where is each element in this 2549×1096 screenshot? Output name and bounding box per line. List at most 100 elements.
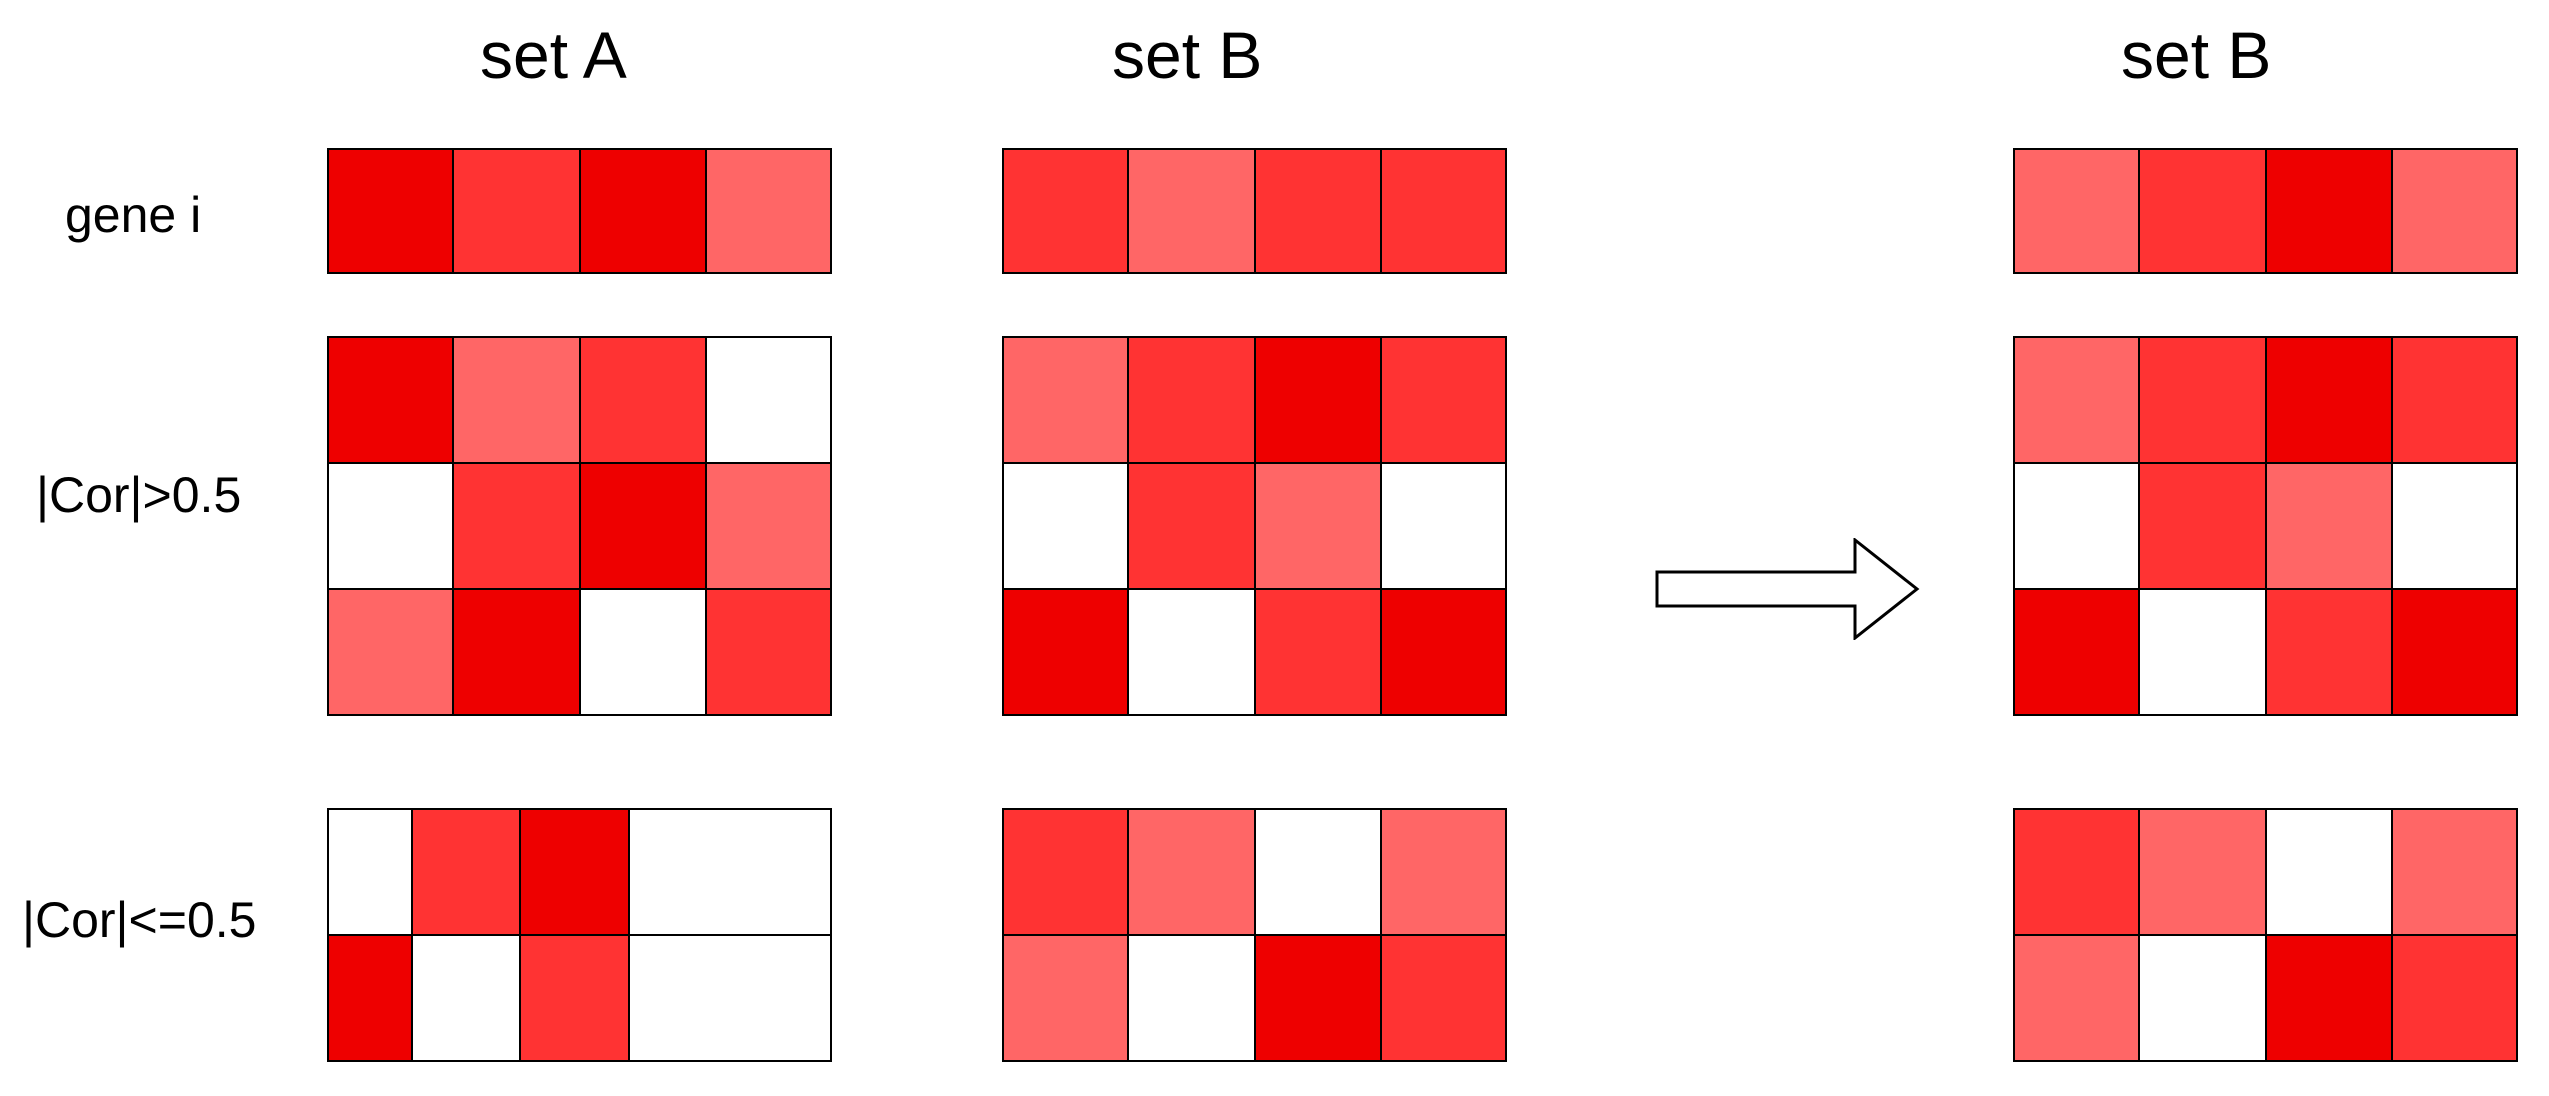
- set-b-reordered-low-cor-cell-r1-c3: [2266, 808, 2392, 935]
- set-b-high-cor-grid-vline: [1380, 336, 1382, 716]
- set-b-reordered-high-cor-cell-r2-c4: [2392, 463, 2518, 589]
- set-a-low-cor-cell-r2-c1: [327, 935, 412, 1062]
- set-b-reordered-low-cor-cell-r1-c4: [2392, 808, 2518, 935]
- set-b-gene-i-grid-vline: [1127, 148, 1129, 274]
- set-a-title: set A: [480, 18, 627, 92]
- set-a-high-cor-cell-r1-c2: [453, 336, 580, 463]
- set-a-high-cor-grid-vline: [705, 336, 707, 716]
- set-b-reordered-high-cor-grid-vline: [2138, 336, 2140, 716]
- set-a-high-cor-cell-r2-c3: [580, 463, 706, 589]
- set-b-low-cor-heatmap: [1002, 808, 1507, 1062]
- set-b-high-cor-cell-r1-c4: [1381, 336, 1507, 463]
- set-a-gene-i-cell-r1-c1: [327, 148, 453, 274]
- set-b-low-cor-cell-r2-c3: [1255, 935, 1381, 1062]
- set-b-high-cor-heatmap: [1002, 336, 1507, 716]
- set-a-high-cor-cell-r2-c1: [327, 463, 453, 589]
- gene-i-label: gene i: [65, 187, 202, 243]
- set-a-low-cor-cell-r1-c3: [520, 808, 629, 935]
- set-a-low-cor-cell-r2-c3: [520, 935, 629, 1062]
- set-b-gene-i-grid-vline: [1380, 148, 1382, 274]
- set-a-low-cor-heatmap: [327, 808, 832, 1062]
- set-b-reordered-gene-i-grid-vline: [2265, 148, 2267, 274]
- set-a-low-cor-cell-r1-c2: [412, 808, 520, 935]
- set-b-high-cor-cell-r2-c1: [1002, 463, 1128, 589]
- set-a-high-cor-cell-r3-c1: [327, 589, 453, 716]
- set-a-high-cor-cell-r2-c2: [453, 463, 580, 589]
- set-b-low-cor-cell-r1-c1: [1002, 808, 1128, 935]
- set-b-reordered-high-cor-cell-r2-c2: [2139, 463, 2266, 589]
- set-a-high-cor-cell-r3-c2: [453, 589, 580, 716]
- set-b-gene-i-grid-vline: [1254, 148, 1256, 274]
- set-b-reordered-gene-i-heatmap: [2013, 148, 2518, 274]
- set-b-gene-i-cell-r1-c4: [1381, 148, 1507, 274]
- set-b-reordered-high-cor-cell-r3-c4: [2392, 589, 2518, 716]
- set-a-low-cor-cell-r1-c1: [327, 808, 412, 935]
- set-b-high-cor-cell-r3-c2: [1128, 589, 1255, 716]
- set-b-high-cor-grid-vline: [1127, 336, 1129, 716]
- low-cor-label: |Cor|<=0.5: [22, 892, 257, 948]
- set-b-low-cor-cell-r2-c2: [1128, 935, 1255, 1062]
- set-b-reordered-low-cor-cell-r1-c1: [2013, 808, 2139, 935]
- set-a-gene-i-cell-r1-c4: [706, 148, 832, 274]
- set-b-reordered-high-cor-cell-r2-c3: [2266, 463, 2392, 589]
- set-a-gene-i-grid-vline: [452, 148, 454, 274]
- set-a-low-cor-cell-r2-c4: [629, 935, 832, 1062]
- set-b-high-cor-cell-r3-c1: [1002, 589, 1128, 716]
- set-b-reordered-low-cor-cell-r2-c4: [2392, 935, 2518, 1062]
- set-b-gene-i-heatmap: [1002, 148, 1507, 274]
- set-b-reordered-high-cor-cell-r1-c1: [2013, 336, 2139, 463]
- right-arrow-icon: [1655, 538, 1920, 640]
- set-b-reordered-low-cor-cell-r1-c2: [2139, 808, 2266, 935]
- set-a-gene-i-grid-vline: [579, 148, 581, 274]
- set-a-high-cor-grid-vline: [579, 336, 581, 716]
- set-a-gene-i-cell-r1-c3: [580, 148, 706, 274]
- set-a-high-cor-grid-vline: [452, 336, 454, 716]
- set-b-reordered-gene-i-cell-r1-c2: [2139, 148, 2266, 274]
- set-b-reordered-gene-i-cell-r1-c3: [2266, 148, 2392, 274]
- set-b-gene-i-cell-r1-c1: [1002, 148, 1128, 274]
- set-b-low-cor-cell-r1-c2: [1128, 808, 1255, 935]
- set-b-reordered-gene-i-grid-vline: [2391, 148, 2393, 274]
- set-a-gene-i-cell-r1-c2: [453, 148, 580, 274]
- set-b-high-cor-cell-r1-c1: [1002, 336, 1128, 463]
- set-a-high-cor-heatmap: [327, 336, 832, 716]
- set-a-gene-i-grid-vline: [705, 148, 707, 274]
- set-a-high-cor-cell-r1-c4: [706, 336, 832, 463]
- set-b-high-cor-grid-vline: [1254, 336, 1256, 716]
- set-b-reordered-high-cor-grid-hline: [2013, 588, 2518, 590]
- set-a-high-cor-grid-hline: [327, 462, 832, 464]
- set-b-reordered-high-cor-cell-r2-c1: [2013, 463, 2139, 589]
- set-b-reordered-gene-i-cell-r1-c4: [2392, 148, 2518, 274]
- set-a-high-cor-cell-r1-c1: [327, 336, 453, 463]
- set-b-title: set B: [1112, 18, 1263, 92]
- set-b-low-cor-cell-r1-c3: [1255, 808, 1381, 935]
- set-a-low-cor-cell-r1-c4: [629, 808, 832, 935]
- set-b-reordered-high-cor-grid-vline: [2265, 336, 2267, 716]
- set-a-high-cor-cell-r3-c4: [706, 589, 832, 716]
- set-a-high-cor-cell-r3-c3: [580, 589, 706, 716]
- set-b-high-cor-cell-r3-c4: [1381, 589, 1507, 716]
- set-b-high-cor-cell-r1-c2: [1128, 336, 1255, 463]
- set-a-high-cor-cell-r1-c3: [580, 336, 706, 463]
- set-b-reordered-high-cor-cell-r1-c2: [2139, 336, 2266, 463]
- set-b-reordered-gene-i-cell-r1-c1: [2013, 148, 2139, 274]
- set-b-high-cor-cell-r2-c3: [1255, 463, 1381, 589]
- set-b-reordered-high-cor-cell-r3-c2: [2139, 589, 2266, 716]
- set-b-reordered-high-cor-grid-hline: [2013, 462, 2518, 464]
- set-b-low-cor-cell-r2-c4: [1381, 935, 1507, 1062]
- set-b-reordered-low-cor-cell-r2-c1: [2013, 935, 2139, 1062]
- set-b-reordered-high-cor-cell-r3-c1: [2013, 589, 2139, 716]
- set-a-high-cor-grid-hline: [327, 588, 832, 590]
- set-b-reordered-high-cor-cell-r1-c4: [2392, 336, 2518, 463]
- set-b-high-cor-grid-hline: [1002, 588, 1507, 590]
- set-b-high-cor-cell-r3-c3: [1255, 589, 1381, 716]
- set-b-low-cor-cell-r1-c4: [1381, 808, 1507, 935]
- high-cor-label: |Cor|>0.5: [36, 467, 242, 523]
- set-b-high-cor-cell-r2-c2: [1128, 463, 1255, 589]
- set-b-reordered-gene-i-grid-vline: [2138, 148, 2140, 274]
- set-b-reordered-high-cor-grid-vline: [2391, 336, 2393, 716]
- set-b-low-cor-grid-hline: [1002, 934, 1507, 936]
- set-b-reordered-high-cor-cell-r3-c3: [2266, 589, 2392, 716]
- set-a-gene-i-heatmap: [327, 148, 832, 274]
